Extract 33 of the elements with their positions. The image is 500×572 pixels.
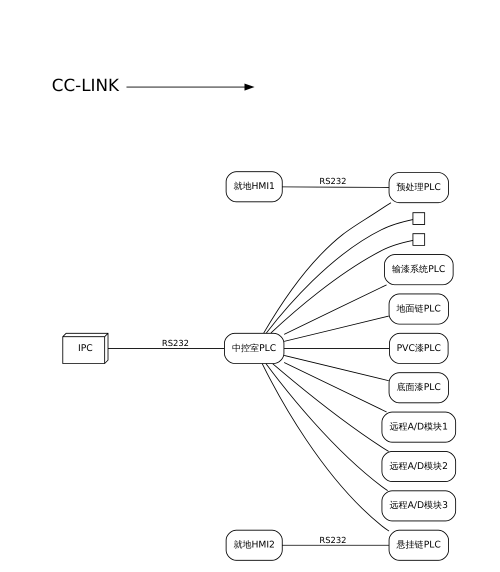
arrow — [126, 84, 255, 91]
connector — [284, 355, 390, 382]
connector — [266, 219, 414, 334]
connector — [263, 202, 392, 334]
node-box — [412, 212, 426, 225]
node-box: 中控室PLC — [224, 332, 284, 364]
connector — [282, 186, 390, 188]
node-box: 底面漆PLC — [388, 372, 449, 404]
connector — [270, 240, 414, 334]
node-box: 就地HMI2 — [226, 530, 283, 561]
node-box: 输漆系统PLC — [384, 254, 454, 286]
edge-label: RS232 — [319, 176, 346, 186]
edge-label: RS232 — [319, 534, 346, 545]
connector — [282, 544, 390, 546]
connector — [272, 363, 390, 452]
node-box — [412, 233, 426, 246]
node-box: 远程A/D模块3 — [382, 490, 456, 522]
edge-label: RS232 — [162, 338, 189, 348]
connector — [284, 348, 390, 349]
node-box: 预处理PLC — [388, 172, 449, 204]
node-box: 远程A/D模块1 — [382, 412, 456, 443]
connector — [108, 348, 225, 349]
node-box: 就地HMI1 — [226, 171, 283, 202]
connector — [266, 363, 388, 491]
node-box: PVC漆PLC — [389, 332, 449, 364]
node-text: CC-LINK — [52, 75, 120, 96]
connector — [284, 362, 387, 412]
connector — [284, 284, 387, 335]
node-box: 悬挂链PLC — [388, 530, 449, 561]
connector — [262, 363, 390, 532]
connector — [284, 316, 390, 342]
node-box: 远程A/D模块2 — [382, 451, 456, 482]
node-box: 地面链PLC — [388, 294, 449, 325]
